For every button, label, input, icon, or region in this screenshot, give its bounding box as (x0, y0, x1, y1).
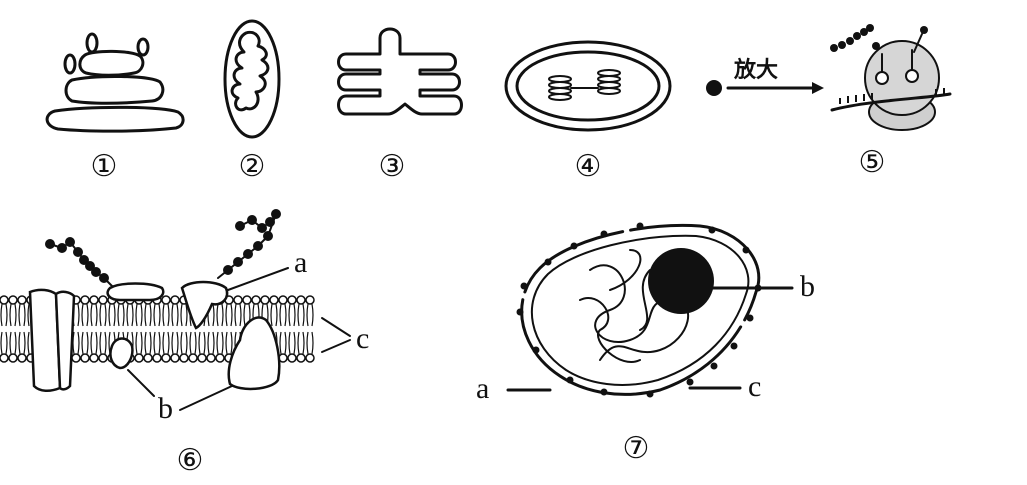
panel-4-chloroplast (504, 40, 672, 132)
arrow-head (812, 82, 824, 94)
panel-7-label-a: a (476, 372, 489, 405)
panel-4-number: ④ (575, 149, 602, 184)
panel-6-label-a: a (294, 246, 307, 279)
ribosome-dot (706, 80, 722, 96)
panel-7-label-b: b (800, 270, 815, 303)
panel-6-label-c: c (356, 322, 369, 355)
panel-5-ribosome: 放大 (706, 24, 952, 131)
panel-7-nucleus (506, 222, 794, 398)
panel-1-number: ① (91, 149, 118, 184)
panel-6-number: ⑥ (177, 443, 204, 478)
panel-7-number: ⑦ (623, 431, 650, 466)
panel-7-label-c: c (748, 370, 761, 403)
panel-2-mitochondrion (223, 19, 281, 139)
panel-1-golgi (45, 32, 185, 133)
panel-3-number: ③ (379, 149, 406, 184)
nucleolus (648, 248, 714, 314)
panel-5-number: ⑤ (859, 145, 886, 180)
panel-3-endoplasmic-reticulum (337, 27, 463, 116)
panel-2-number: ② (239, 149, 266, 184)
panel-6-label-b: b (158, 392, 173, 425)
magnify-label: 放大 (733, 57, 778, 83)
panel-6-cell-membrane (0, 209, 351, 411)
phospholipid-bilayer (0, 295, 315, 363)
